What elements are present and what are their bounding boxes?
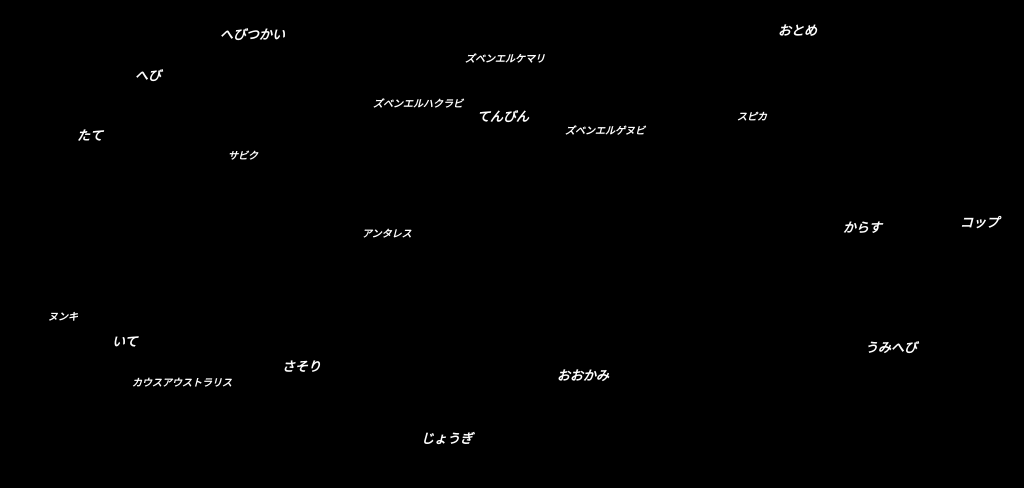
constellation-label: いて <box>112 335 138 350</box>
constellation-label: へびつかい <box>220 28 286 43</box>
constellation-label: おとめ <box>778 24 818 39</box>
star-name-label: ズベンエルケマリ <box>465 54 545 65</box>
constellation-label: コップ <box>960 216 1000 231</box>
constellation-label: からす <box>843 221 882 236</box>
constellation-label: たて <box>77 129 104 144</box>
star-name-label: アンタレス <box>362 229 412 240</box>
star-name-label: ズベンエルハクラビ <box>373 99 463 110</box>
constellation-label: さそり <box>282 360 322 375</box>
constellation-label: てんびん <box>477 110 530 125</box>
constellation-label: うみへび <box>865 341 918 356</box>
constellation-label: へび <box>135 69 162 84</box>
star-name-label: ヌンキ <box>48 312 78 323</box>
star-name-label: スピカ <box>737 112 767 123</box>
star-name-label: ズベンエルゲヌビ <box>565 126 645 137</box>
star-name-label: サビク <box>228 151 258 162</box>
constellation-label: じょうぎ <box>421 432 474 447</box>
star-name-label: カウスアウストラリス <box>132 378 232 389</box>
constellation-label: おおかみ <box>557 369 610 384</box>
